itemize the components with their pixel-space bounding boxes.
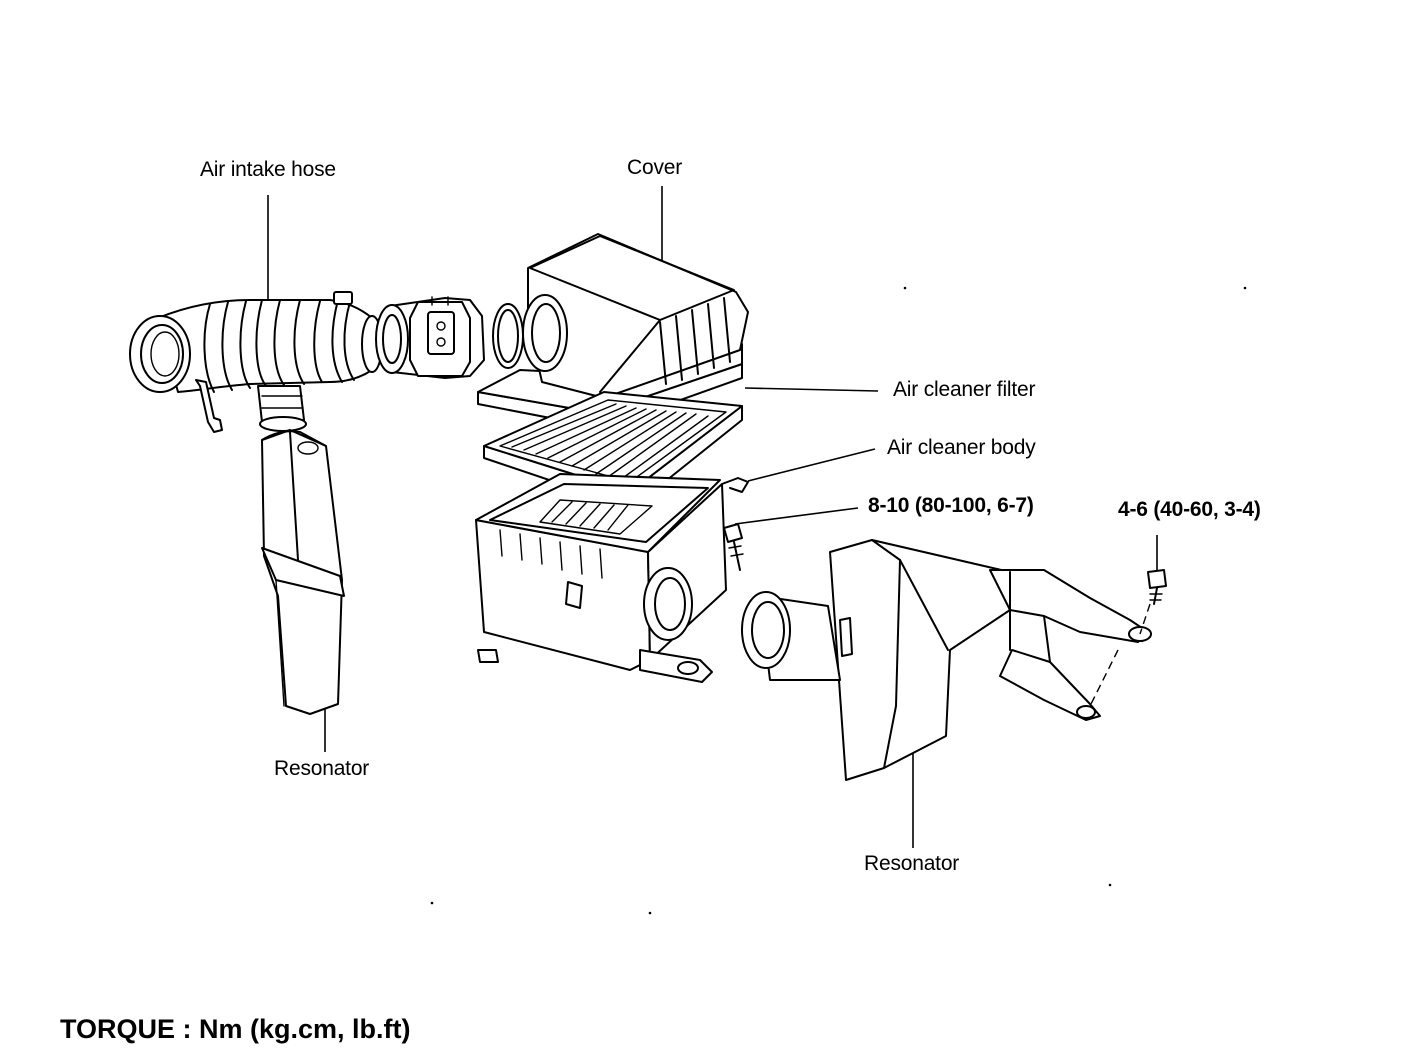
resonator-left-drawing	[261, 429, 345, 715]
label-resonator-right: Resonator	[864, 852, 960, 875]
air-cleaner-body-drawing	[475, 473, 749, 683]
label-air-intake-hose: Air intake hose	[200, 158, 336, 181]
torque-units-note: TORQUE : Nm (kg.cm, lb.ft)	[60, 1014, 411, 1044]
resonator-bolt-drawing	[1147, 569, 1167, 605]
resonator-right-drawing	[741, 539, 1152, 781]
label-cover: Cover	[627, 156, 683, 179]
cover-drawing	[477, 233, 749, 429]
label-torque-resonator-bolt: 4-6 (40-60, 3-4)	[1118, 498, 1261, 521]
label-air-cleaner-filter: Air cleaner filter	[893, 378, 1036, 401]
label-air-cleaner-body: Air cleaner body	[887, 436, 1036, 459]
airflow-sensor-drawing	[375, 296, 485, 379]
air-intake-hose-drawing	[129, 291, 383, 433]
leader-air-cleaner-filter	[744, 387, 879, 392]
leader-air-cleaner-body	[747, 448, 876, 482]
label-resonator-left: Resonator	[274, 757, 370, 780]
body-bolt-drawing	[723, 523, 744, 571]
label-torque-body-bolt: 8-10 (80-100, 6-7)	[868, 494, 1034, 517]
leader-torque-body-bolt	[734, 507, 859, 525]
